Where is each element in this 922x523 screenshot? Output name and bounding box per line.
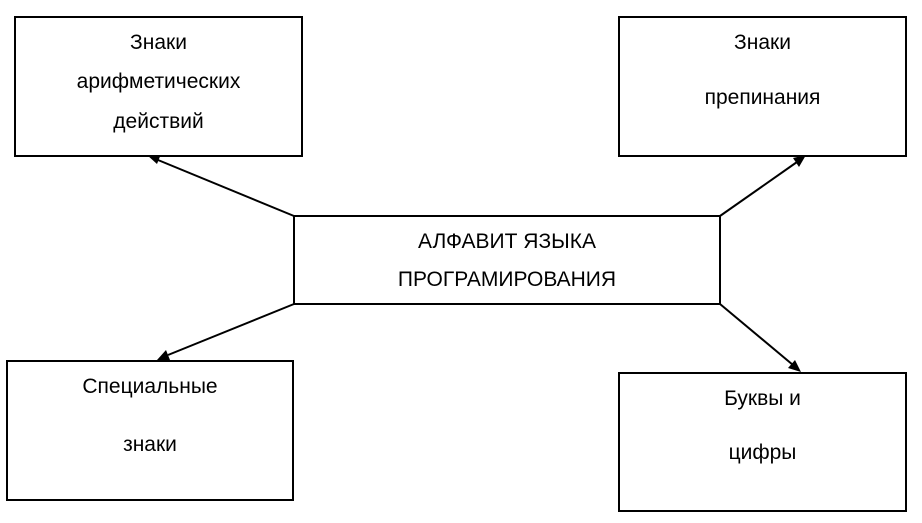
box-letters-and-digits: Буквы и цифры	[618, 372, 907, 512]
box-special-signs-line-2: знаки	[123, 433, 177, 456]
box-letters-and-digits-line-1: Буквы и	[724, 387, 801, 410]
box-letters-and-digits-line-2: цифры	[728, 441, 797, 464]
arrow-to-arithmetic-signs	[147, 154, 295, 217]
box-special-signs-line-1: Специальные	[82, 375, 218, 398]
box-punctuation-marks: Знаки препинания	[618, 16, 907, 157]
center-box-programming-language-alphabet: АЛФАВИТ ЯЗЫКА ПРОГРАМИРОВАНИЯ	[293, 215, 721, 305]
center-box-title-line-1: АЛФАВИТ ЯЗЫКА	[418, 230, 596, 253]
box-arithmetic-signs-line-1: Знаки	[130, 31, 187, 54]
box-arithmetic-signs-line-2: арифметических	[76, 70, 241, 93]
box-special-signs: Специальные знаки	[6, 360, 294, 501]
arrow-to-special-signs	[157, 303, 295, 360]
arrow-to-letters-and-digits	[719, 303, 801, 372]
box-punctuation-marks-line-1: Знаки	[734, 31, 791, 54]
box-arithmetic-signs: Знаки арифметических действий	[14, 16, 303, 157]
box-arithmetic-signs-line-3: действий	[113, 110, 204, 133]
arrow-to-punctuation-marks	[719, 155, 806, 217]
box-punctuation-marks-line-2: препинания	[704, 86, 821, 109]
center-box-title-line-2: ПРОГРАМИРОВАНИЯ	[397, 268, 617, 291]
